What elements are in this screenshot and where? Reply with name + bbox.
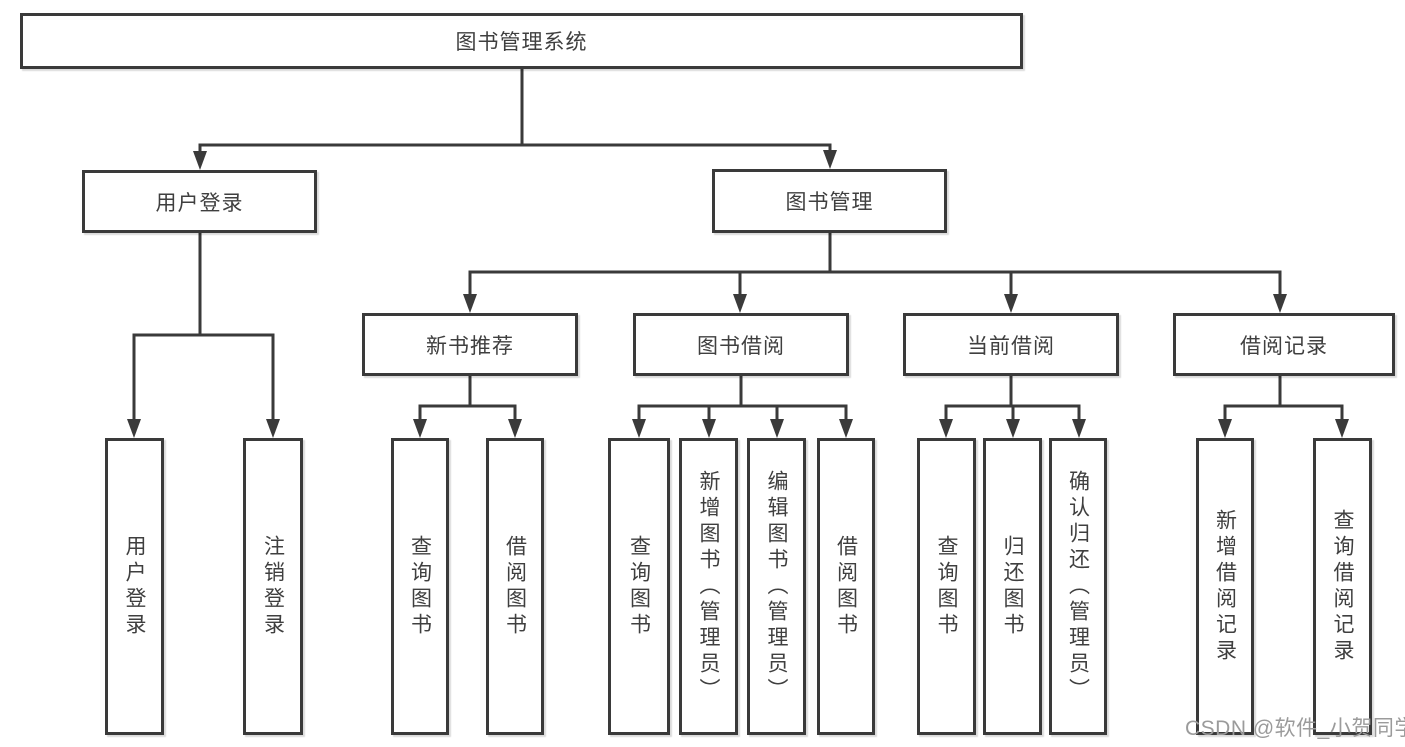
arrowhead-icon [1072,419,1086,438]
node-query-borrow-record-label: 查询借阅记录 [1331,508,1354,665]
node-query-books-recommend-label: 查询图书 [408,534,432,639]
node-query-books-borrow: 查询图书 [608,438,670,735]
arrowhead-icon [939,419,953,438]
node-root-label: 图书管理系统 [455,31,588,54]
node-borrow-books-recommend: 借阅图书 [486,438,544,735]
arrowhead-icon [127,419,141,438]
node-add-book-admin-label: 新增图书（管理员） [697,469,720,704]
arrowhead-icon [463,294,477,313]
node-book-borrow-label: 图书借阅 [697,334,785,358]
node-add-borrow-record: 新增借阅记录 [1196,438,1254,735]
arrowhead-icon [1004,294,1018,313]
node-edit-book-admin-label: 编辑图书（管理员） [765,469,788,704]
node-login: 用户登录 [105,438,164,735]
node-borrow-books-label: 借阅图书 [834,534,858,639]
node-book-management: 图书管理 [712,169,947,233]
node-new-book-recommend: 新书推荐 [362,313,578,376]
arrowhead-icon [508,419,522,438]
node-query-borrow-record: 查询借阅记录 [1313,438,1372,735]
node-borrow-books: 借阅图书 [817,438,875,735]
node-query-books-recommend: 查询图书 [391,438,449,735]
node-new-book-recommend-label: 新书推荐 [426,334,514,358]
node-user-login-label: 用户登录 [155,191,244,215]
arrowhead-icon [1335,419,1349,438]
node-borrow-records: 借阅记录 [1173,313,1395,376]
node-confirm-return-admin-label: 确认归还（管理员） [1066,469,1090,704]
node-book-borrow: 图书借阅 [633,313,849,376]
arrowhead-icon [1218,419,1232,438]
node-add-borrow-record-label: 新增借阅记录 [1213,508,1237,665]
node-query-books-borrow-label: 查询图书 [627,534,651,639]
node-confirm-return-admin: 确认归还（管理员） [1049,438,1107,735]
node-query-books-current: 查询图书 [917,438,976,735]
node-return-book: 归还图书 [983,438,1042,735]
node-logout-label: 注销登录 [261,534,285,639]
arrowhead-icon [413,419,427,438]
node-root: 图书管理系统 [20,13,1023,69]
node-logout: 注销登录 [243,438,303,735]
node-book-management-label: 图书管理 [785,191,874,214]
node-query-books-current-label: 查询图书 [935,534,958,639]
arrowhead-icon [632,419,646,438]
node-return-book-label: 归还图书 [1001,534,1024,639]
arrowhead-icon [266,419,280,438]
node-user-login: 用户登录 [82,170,317,233]
node-current-borrow-label: 当前借阅 [967,334,1055,358]
node-login-label: 用户登录 [123,534,146,639]
node-borrow-records-label: 借阅记录 [1240,334,1328,358]
arrowhead-icon [823,150,837,169]
arrowhead-icon [839,419,853,438]
arrowhead-icon [770,419,784,438]
node-add-book-admin: 新增图书（管理员） [679,438,738,735]
arrowhead-icon [1273,294,1287,313]
node-borrow-books-recommend-label: 借阅图书 [503,534,527,639]
arrowhead-icon [193,151,207,170]
watermark: CSDN @软件_小贺同学 [1185,717,1405,740]
arrowhead-icon [733,294,747,313]
arrowhead-icon [702,419,716,438]
node-edit-book-admin: 编辑图书（管理员） [747,438,806,735]
node-current-borrow: 当前借阅 [903,313,1119,376]
arrowhead-icon [1006,419,1020,438]
